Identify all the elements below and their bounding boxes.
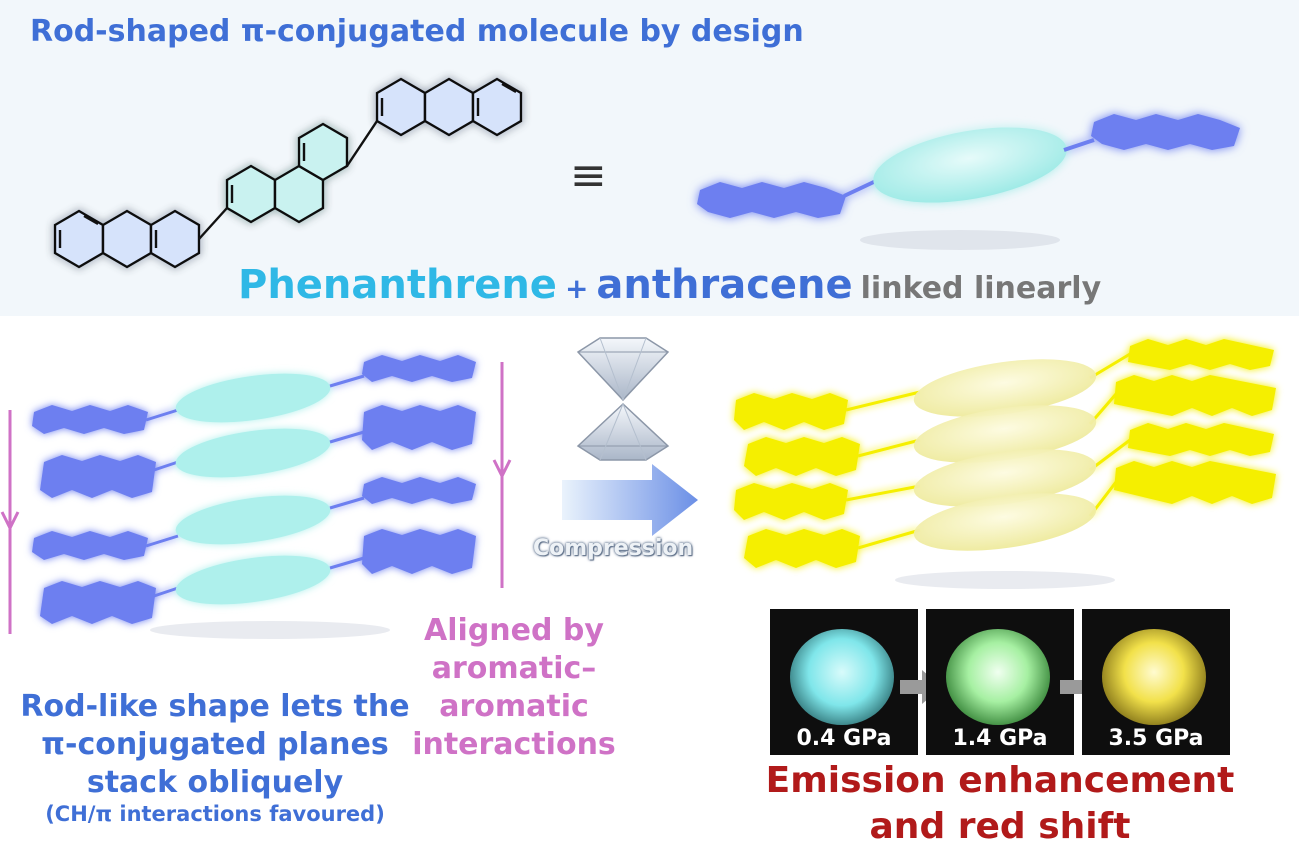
- compression-label: Compression: [533, 536, 694, 561]
- rod-sublabel: (CH/π interactions favoured): [45, 802, 385, 826]
- photo-1-4-gpa: 1.4 GPa: [926, 609, 1074, 755]
- aligned-line-1: Aligned by: [424, 613, 604, 648]
- aligned-line-4: interactions: [412, 727, 616, 762]
- emission-label: Emission enhancement and red shift: [740, 758, 1260, 850]
- rod-shape-label: Rod-like shape lets the π-conjugated pla…: [20, 688, 410, 802]
- photo-glow: [790, 629, 894, 725]
- rod-line-3: stack obliquely: [86, 765, 344, 800]
- panel-divider: [0, 316, 1299, 320]
- aligned-line-2: aromatic–: [431, 651, 597, 686]
- legend-plus: +: [564, 272, 589, 305]
- photo-glow: [1102, 629, 1206, 725]
- photo-label: 3.5 GPa: [1108, 726, 1204, 751]
- top-panel: [0, 0, 1299, 316]
- photo-glow: [946, 629, 1050, 725]
- rod-line-2: π-conjugated planes: [41, 727, 389, 762]
- aligned-label: Aligned by aromatic– aromatic interactio…: [404, 612, 624, 764]
- photo-3-5-gpa: 3.5 GPa: [1082, 609, 1230, 755]
- equivalence-symbol: ≡: [570, 150, 607, 201]
- photo-label: 1.4 GPa: [952, 726, 1048, 751]
- page-title: Rod-shaped π-conjugated molecule by desi…: [30, 14, 804, 49]
- aligned-line-3: aromatic: [439, 689, 589, 724]
- photo-0-4-gpa: 0.4 GPa: [770, 609, 918, 755]
- legend-anthracene: anthracene: [596, 262, 853, 308]
- emission-line-1: Emission enhancement: [765, 760, 1235, 801]
- legend-phenanthrene: Phenanthrene: [238, 262, 557, 308]
- emission-line-2: and red shift: [869, 806, 1131, 847]
- photo-label: 0.4 GPa: [796, 726, 892, 751]
- rod-line-1: Rod-like shape lets the: [20, 689, 410, 724]
- legend-linked: linked linearly: [860, 271, 1102, 306]
